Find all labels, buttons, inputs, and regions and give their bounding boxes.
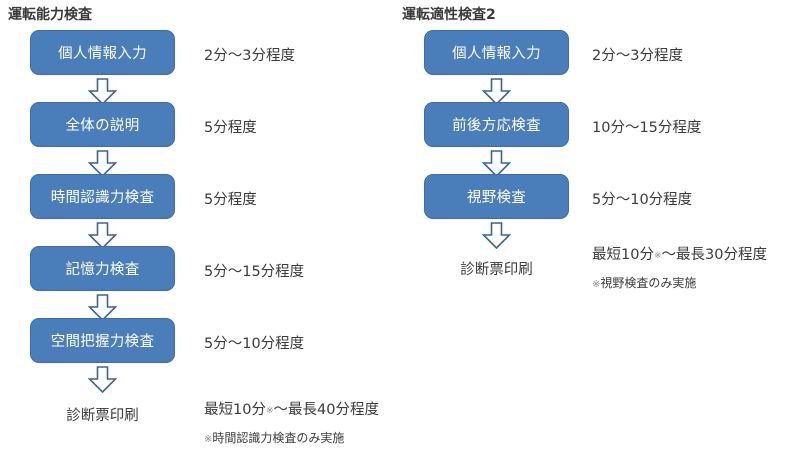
down-arrow-icon xyxy=(482,150,511,177)
asterisk-mark-icon: ※ xyxy=(204,434,213,445)
footnote-label: ※時間認識力検査のみ実施 xyxy=(204,429,344,446)
down-arrow-icon xyxy=(482,222,511,249)
process-node-front-rear-reaction-test[interactable]: 前後方応検査 xyxy=(424,102,569,147)
duration-label-step-2: 5分程度 xyxy=(204,120,257,136)
down-arrow-icon xyxy=(88,150,117,177)
footnote-text: 時間認識力検査のみ実施 xyxy=(212,431,345,445)
process-node-visual-field-test[interactable]: 視野検査 xyxy=(424,174,569,219)
down-arrow-icon xyxy=(482,78,511,105)
footnote-label: ※視野検査のみ実施 xyxy=(592,274,696,291)
asterisk-mark-icon: ※ xyxy=(592,279,601,290)
down-arrow-icon xyxy=(88,78,117,105)
process-node-memory-test[interactable]: 記憶力検査 xyxy=(30,246,175,291)
duration-label-step-1: 2分～3分程度 xyxy=(592,48,683,64)
down-arrow-icon xyxy=(88,294,117,321)
footnote-text: 視野検査のみ実施 xyxy=(600,276,697,290)
duration-label-step-3: 5分程度 xyxy=(204,192,257,208)
total-duration-suffix: ～最長30分程度 xyxy=(661,247,767,263)
process-node-spatial-awareness-test[interactable]: 空間把握力検査 xyxy=(30,318,175,363)
process-node-personal-info-input[interactable]: 個人情報入力 xyxy=(30,30,175,75)
column-title-driving-ability-test: 運転能力検査 xyxy=(8,7,92,23)
process-node-personal-info-input[interactable]: 個人情報入力 xyxy=(424,30,569,75)
node-label: 個人情報入力 xyxy=(58,46,147,62)
node-label: 全体の説明 xyxy=(65,118,140,134)
asterisk-mark-icon: ※ xyxy=(653,251,662,261)
terminal-label-print-diagnosis-sheet: 診断票印刷 xyxy=(460,262,533,278)
total-duration-prefix: 最短10分 xyxy=(204,402,266,418)
process-node-time-recognition-test[interactable]: 時間認識力検査 xyxy=(30,174,175,219)
node-label: 視野検査 xyxy=(466,190,527,206)
node-label: 時間認識力検査 xyxy=(50,190,155,206)
duration-label-step-1: 2分～3分程度 xyxy=(204,48,295,64)
terminal-label-print-diagnosis-sheet: 診断票印刷 xyxy=(66,408,139,424)
asterisk-mark-icon: ※ xyxy=(265,406,274,416)
node-label: 記憶力検査 xyxy=(65,262,140,278)
down-arrow-icon xyxy=(88,366,117,393)
total-duration-prefix: 最短10分 xyxy=(592,247,654,263)
duration-label-step-2: 10分～15分程度 xyxy=(592,120,702,136)
node-label: 空間把握力検査 xyxy=(50,334,155,350)
node-label: 前後方応検査 xyxy=(452,118,541,134)
down-arrow-icon xyxy=(88,222,117,249)
duration-label-step-5: 5分～10分程度 xyxy=(204,336,305,352)
duration-label-step-3: 5分～10分程度 xyxy=(592,192,693,208)
total-duration-label: 最短10分※～最長40分程度 xyxy=(204,398,379,419)
node-label: 個人情報入力 xyxy=(452,46,541,62)
total-duration-label: 最短10分※～最長30分程度 xyxy=(592,243,767,264)
process-node-overall-explanation[interactable]: 全体の説明 xyxy=(30,102,175,147)
total-duration-suffix: ～最長40分程度 xyxy=(273,402,379,418)
duration-label-step-4: 5分～15分程度 xyxy=(204,264,305,280)
column-title-driving-aptitude-test-2: 運転適性検査2 xyxy=(402,7,496,23)
